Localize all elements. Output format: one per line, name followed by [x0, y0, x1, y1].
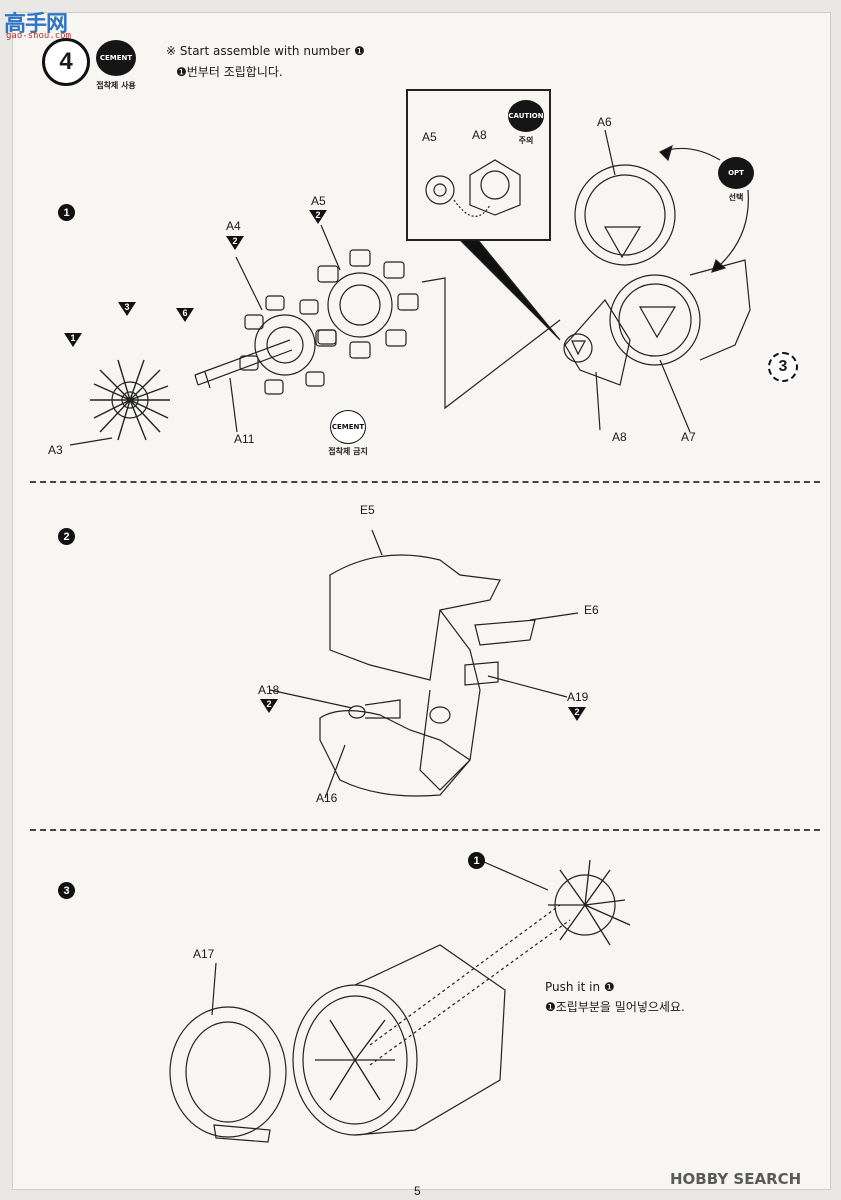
- marker-6: 6: [182, 308, 188, 318]
- page-number: 5: [414, 1184, 421, 1198]
- marker-3-icon: [118, 302, 136, 316]
- label-a18: A18: [258, 683, 280, 697]
- label-a5: A5: [311, 194, 326, 208]
- label-e6: E6: [584, 603, 599, 617]
- section-3-number: 3: [58, 882, 75, 899]
- label-a11: A11: [234, 432, 255, 446]
- divider-2: [30, 829, 820, 831]
- marker-a4: 2: [232, 236, 238, 246]
- caution-caption: 주의: [518, 136, 534, 145]
- instruction-sheet: [12, 12, 831, 1190]
- ref-step-3: 3: [768, 352, 798, 382]
- no-cement-icon: CEMENT: [330, 410, 366, 444]
- marker-1: 1: [70, 333, 76, 343]
- push-note-korean: ❶조립부분을 밀어넣으세요.: [545, 1000, 685, 1014]
- marker-3: 3: [124, 302, 130, 312]
- label-a4: A4: [226, 219, 241, 233]
- label-a8: A8: [612, 430, 627, 444]
- marker-a5-icon: [309, 210, 327, 224]
- push-note-english: Push it in ❶: [545, 980, 615, 994]
- marker-6-icon: [176, 308, 194, 322]
- label-a7: A7: [681, 430, 696, 444]
- marker-a4-icon: [226, 236, 244, 250]
- cement-icon: CEMENT: [96, 40, 136, 76]
- opt-icon: OPT: [718, 157, 754, 189]
- note-korean: ❶번부터 조립합니다.: [176, 65, 283, 79]
- marker-a5: 2: [315, 210, 321, 220]
- sub-ref-1: 1: [468, 852, 485, 869]
- marker-a18-icon: [260, 699, 278, 713]
- caution-icon: CAUTION: [508, 100, 544, 132]
- watermark-url: gao-shou.com: [6, 31, 72, 41]
- divider-1: [30, 481, 820, 483]
- marker-1-icon: [64, 333, 82, 347]
- label-e5: E5: [360, 503, 375, 517]
- label-a3: A3: [48, 443, 63, 457]
- watermark-logo: 高手网: [4, 12, 68, 37]
- hobby-search-watermark: HOBBY SEARCH: [670, 1170, 802, 1188]
- marker-a19: 2: [574, 707, 580, 717]
- section-2-number: 2: [58, 528, 75, 545]
- section-1-number: 1: [58, 204, 75, 221]
- cement-caption: 접착제 사용: [96, 81, 136, 90]
- inset-label-a8: A8: [472, 128, 487, 142]
- marker-a19-icon: [568, 707, 586, 721]
- note-english: ※ Start assemble with number ❶: [166, 44, 365, 58]
- label-a17: A17: [193, 947, 215, 961]
- label-a16: A16: [316, 791, 338, 805]
- marker-a18: 2: [266, 699, 272, 709]
- label-a6: A6: [597, 115, 612, 129]
- no-cement-caption: 접착제 금지: [328, 447, 368, 456]
- inset-label-a5: A5: [422, 130, 437, 144]
- step-number: 4: [42, 38, 90, 86]
- label-a19: A19: [567, 690, 589, 704]
- opt-caption: 선택: [728, 193, 744, 202]
